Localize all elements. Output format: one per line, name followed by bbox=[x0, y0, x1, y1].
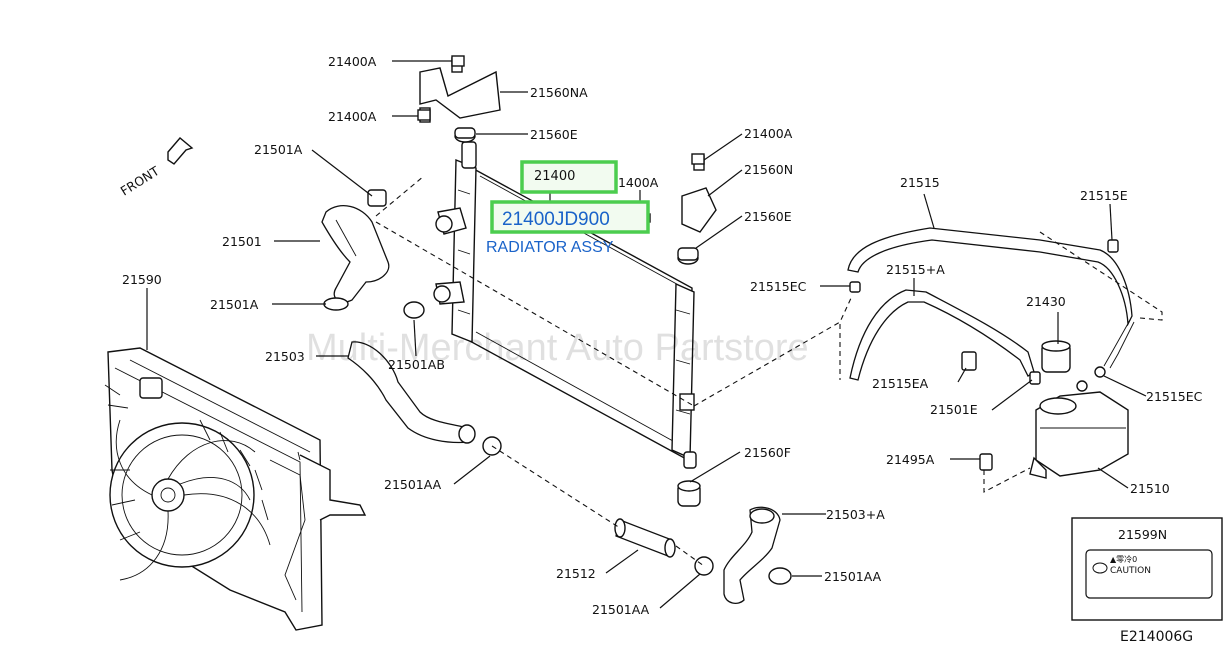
clip-21515ea[interactable] bbox=[961, 351, 977, 371]
part-labels: 21400A 21560NA 21400A 21560E 21501A 2150… bbox=[122, 54, 1203, 617]
highlight-part-name[interactable]: RADIATOR ASSY bbox=[486, 239, 614, 256]
label-21501a-mid[interactable]: 21501A bbox=[210, 297, 259, 312]
water-pipe-21512[interactable] bbox=[614, 518, 676, 558]
label-21501aa-left[interactable]: 21501AA bbox=[384, 477, 442, 492]
hose-clamp-21501aa-bottom[interactable] bbox=[694, 556, 714, 576]
label-21501a-top[interactable]: 21501A bbox=[254, 142, 303, 157]
caution-label-text: CAUTION bbox=[1110, 566, 1151, 576]
highlight-part-number-text[interactable]: 21400 bbox=[534, 169, 575, 184]
upper-radiator-hose[interactable] bbox=[321, 189, 390, 303]
reservoir-cap[interactable] bbox=[1041, 340, 1071, 373]
label-21400a-right[interactable]: 21400A bbox=[744, 126, 793, 141]
leader-lines bbox=[146, 60, 1147, 609]
label-21501[interactable]: 21501 bbox=[222, 234, 262, 249]
highlight-oem-number[interactable]: 21400JD900 bbox=[490, 200, 650, 234]
upper-bracket-left[interactable] bbox=[419, 57, 501, 123]
label-21495a[interactable]: 21495A bbox=[886, 452, 935, 467]
bolt-21400a-right[interactable] bbox=[691, 153, 705, 165]
label-21560e-right[interactable]: 21560E bbox=[744, 209, 792, 224]
watermark: Multi-Merchant Auto Partstore bbox=[306, 327, 809, 369]
label-21512[interactable]: 21512 bbox=[556, 566, 596, 581]
caution-label-small-text: ▲零冷0 bbox=[1110, 554, 1137, 564]
clamp-21501e[interactable] bbox=[1029, 371, 1041, 385]
highlight-part-number[interactable]: 21400 bbox=[520, 160, 618, 194]
label-21400a-inner[interactable]: 21400A bbox=[610, 175, 659, 190]
dashed-reference-lines bbox=[375, 175, 1163, 567]
label-21501ab[interactable]: 21501AB bbox=[388, 357, 445, 372]
label-21400a-mid[interactable]: 21400A bbox=[328, 109, 377, 124]
label-21515[interactable]: 21515 bbox=[900, 175, 940, 190]
label-21501aa-right[interactable]: 21501AA bbox=[824, 569, 882, 584]
bolt-21495a[interactable] bbox=[979, 453, 993, 471]
label-21515ec-left[interactable]: 21515EC bbox=[750, 279, 807, 294]
clip-21515e[interactable] bbox=[1107, 239, 1119, 253]
label-21560n[interactable]: 21560N bbox=[744, 162, 793, 177]
label-21515ec-right[interactable]: 21515EC bbox=[1146, 389, 1203, 404]
bolt-21400a-mid[interactable] bbox=[417, 109, 431, 121]
hose-clamp-21501aa-right[interactable] bbox=[768, 567, 792, 585]
hose-clamp-21501a[interactable] bbox=[323, 297, 349, 311]
label-21510[interactable]: 21510 bbox=[1130, 481, 1170, 496]
reservoir-hose-21515[interactable] bbox=[847, 227, 1135, 369]
label-21430[interactable]: 21430 bbox=[1026, 294, 1066, 309]
label-21560na[interactable]: 21560NA bbox=[530, 85, 588, 100]
upper-mount-insulator-right[interactable] bbox=[677, 247, 699, 265]
lower-radiator-hose[interactable] bbox=[347, 341, 476, 444]
reservoir-hose-21515a[interactable] bbox=[849, 289, 1035, 381]
label-21503[interactable]: 21503 bbox=[265, 349, 305, 364]
label-21560e-top[interactable]: 21560E bbox=[530, 127, 578, 142]
lower-mount-insulator[interactable] bbox=[677, 480, 701, 507]
reservoir-tank[interactable] bbox=[1029, 380, 1129, 479]
front-label: FRONT bbox=[118, 163, 162, 199]
front-direction-indicator bbox=[167, 137, 194, 165]
label-21503a[interactable]: 21503+A bbox=[826, 507, 885, 522]
label-21590[interactable]: 21590 bbox=[122, 272, 162, 287]
upper-mount-insulator-left[interactable] bbox=[454, 127, 476, 143]
label-21400a-top[interactable]: 21400A bbox=[328, 54, 377, 69]
label-21560f[interactable]: 21560F bbox=[744, 445, 791, 460]
hose-21503a[interactable] bbox=[723, 506, 781, 605]
label-21515e[interactable]: 21515E bbox=[1080, 188, 1128, 203]
radiator-assy[interactable] bbox=[433, 141, 697, 469]
label-21501aa-bottom[interactable]: 21501AA bbox=[592, 602, 650, 617]
fan-shroud-assembly[interactable] bbox=[104, 347, 367, 631]
diagram-code: E214006G bbox=[1120, 629, 1193, 645]
hose-clamp-21501ab[interactable] bbox=[403, 301, 425, 319]
label-21515ea[interactable]: 21515EA bbox=[872, 376, 929, 391]
label-21501e[interactable]: 21501E bbox=[930, 402, 978, 417]
bolt-21400a-top[interactable] bbox=[451, 55, 465, 67]
clip-21515ec-left[interactable] bbox=[849, 281, 861, 293]
label-21599n[interactable]: 21599N bbox=[1118, 527, 1167, 542]
label-21515a[interactable]: 21515+A bbox=[886, 262, 945, 277]
caution-label-box[interactable] bbox=[1071, 517, 1223, 621]
highlight-oem-number-text[interactable]: 21400JD900 bbox=[502, 209, 610, 230]
clip-21515ec-right[interactable] bbox=[1094, 366, 1106, 378]
